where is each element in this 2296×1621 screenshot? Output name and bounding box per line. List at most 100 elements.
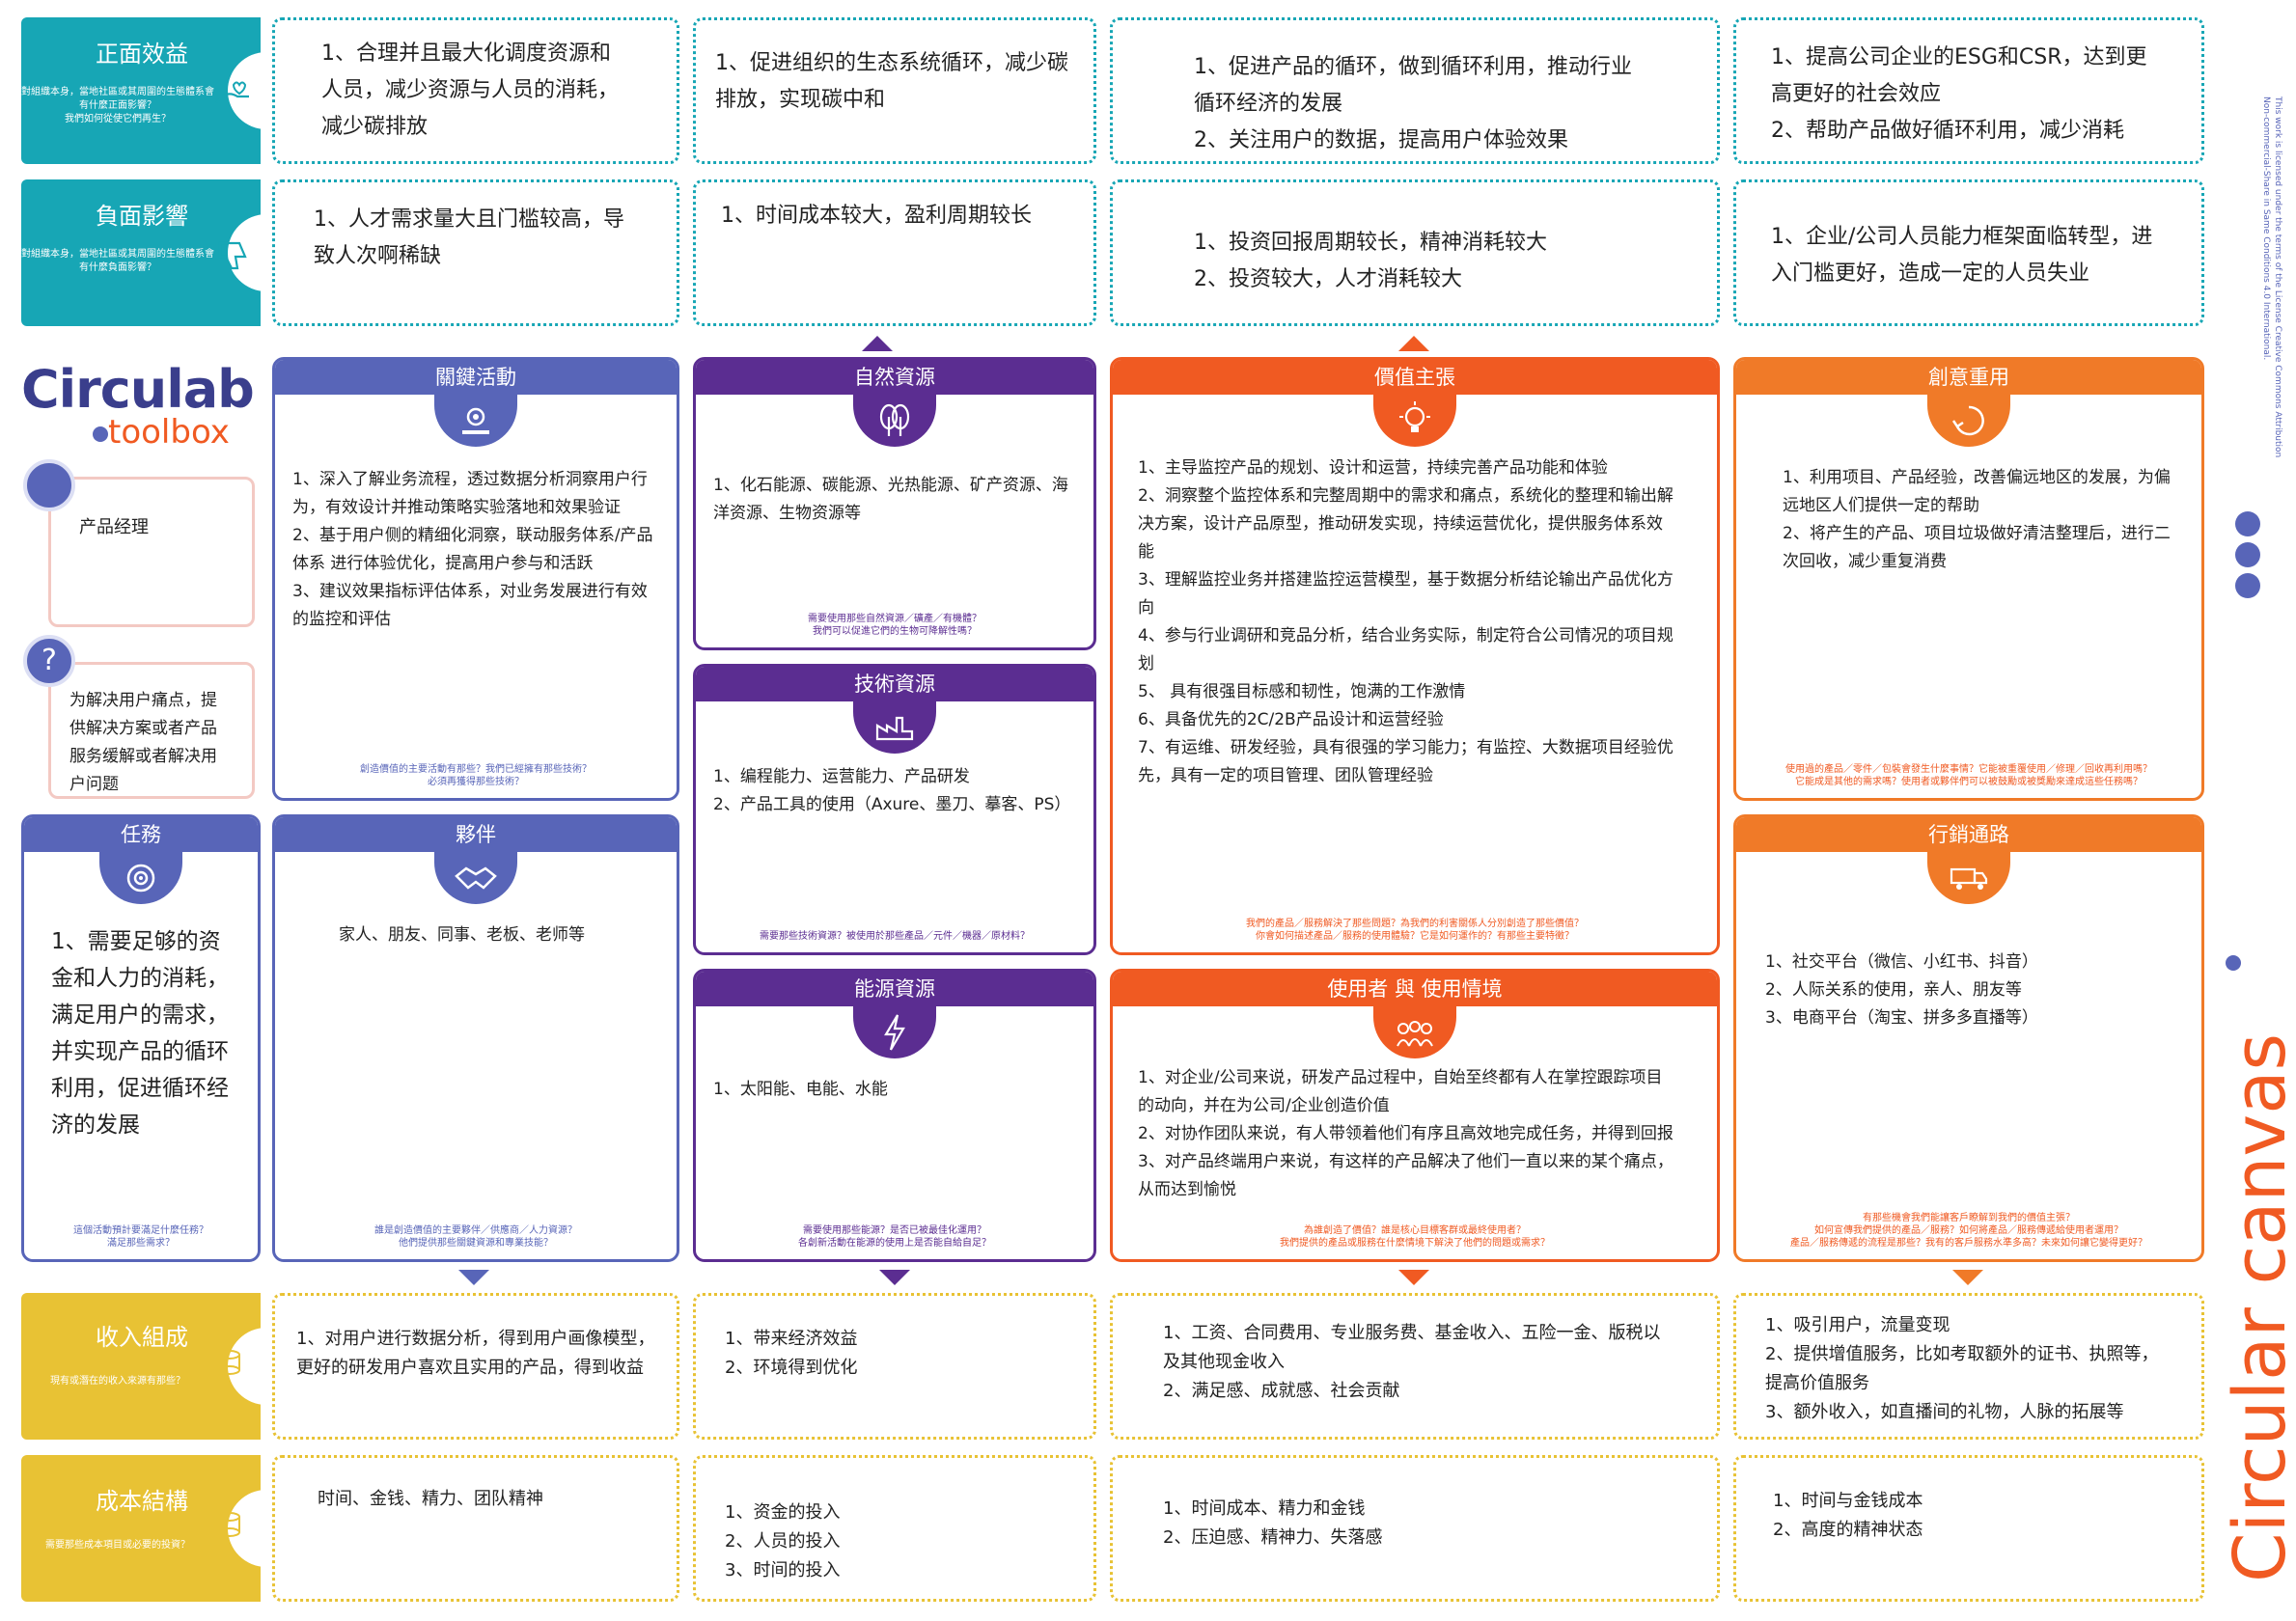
logo-dot-icon bbox=[2226, 955, 2241, 971]
role-label: 产品经理 bbox=[79, 517, 149, 537]
question-icon: ? bbox=[23, 635, 75, 687]
cost-title: 成本結構 bbox=[96, 1488, 188, 1515]
positive-box-4: 1、提高公司企业的ESG和CSR，达到更高更好的社会效应 2、帮助产品做好循环利… bbox=[1733, 17, 2204, 164]
tab-notch bbox=[228, 1328, 305, 1405]
negative-box-4: 1、企业/公司人员能力框架面临转型，进入门槛更好，造成一定的人员失业 bbox=[1733, 179, 2204, 326]
tech-resources-card: 技術資源 1、编程能力、运营能力、产品研发 2、产品工具的使用（Axure、墨刀… bbox=[693, 664, 1096, 955]
logo-dot-icon bbox=[93, 426, 108, 442]
key-activities-title: 關鍵活動 bbox=[275, 360, 677, 395]
tree-icon bbox=[853, 395, 936, 447]
lightning-icon bbox=[853, 1006, 936, 1058]
up-arrow bbox=[1398, 336, 1429, 351]
positive-box-3: 1、促进产品的循环，做到循环利用，推动行业循环经济的发展 2、关注用户的数据，提… bbox=[1110, 17, 1720, 164]
users-title: 使用者 與 使用情境 bbox=[1113, 972, 1717, 1006]
revenue-box-4: 1、吸引用户，流量变现 2、提供增值服务，比如考取额外的证书、执照等，提高价值服… bbox=[1733, 1293, 2204, 1440]
circulab-logo: Circulab bbox=[21, 359, 255, 420]
creative-commons-icon bbox=[2235, 511, 2260, 536]
tab-notch bbox=[228, 1490, 305, 1567]
up-arrow bbox=[862, 336, 893, 351]
factory-icon bbox=[853, 701, 936, 754]
negative-box-1: 1、人才需求量大且门槛较高，导致人次啊稀缺 bbox=[272, 179, 679, 326]
creative-reuse-card: 創意重用 1、利用项目、产品经验，改善偏远地区的发展，为偏远地区人们提供一定的帮… bbox=[1733, 357, 2204, 801]
thumbs-down-icon bbox=[218, 241, 247, 270]
tech-resources-body: 1、编程能力、运营能力、产品研发 2、产品工具的使用（Axure、墨刀、摹客、P… bbox=[713, 767, 1071, 814]
channels-question: 有那些機會我們能讓客戶瞭解到我們的價值主張？ 如何宣傳我們提供的產品／服務？如何… bbox=[1790, 1213, 2147, 1249]
tab-notch bbox=[228, 214, 305, 291]
negative-impact-tab: 負面影響 對組織本身，當地社區或其周圍的生態體系會有什麼負面影響？ bbox=[21, 179, 305, 326]
gear-icon bbox=[434, 395, 517, 447]
energy-resources-title: 能源資源 bbox=[696, 972, 1093, 1006]
negative-box-3: 1、投资回报周期较长，精神消耗较大 2、投资较大，人才消耗较大 bbox=[1110, 179, 1720, 326]
problem-text: 为解决用户痛点，提供解决方案或者产品服务缓解或者解决用户问题 bbox=[69, 691, 217, 794]
cost-box-2: 1、资金的投入 2、人员的投入 3、时间的投入 bbox=[693, 1455, 1096, 1602]
positive-box-2: 1、促进组织的生态系统循环，减少碳排放，实现碳中和 bbox=[693, 17, 1096, 164]
handshake-icon bbox=[434, 852, 517, 904]
users-card: 使用者 與 使用情境 1、对企业/公司来说，研发产品过程中，自始至终都有人在掌控… bbox=[1110, 969, 1720, 1262]
natural-resources-card: 自然資源 1、化石能源、碳能源、光热能源、矿产资源、海洋资源、生物资源等 需要使… bbox=[693, 357, 1096, 650]
partners-title: 夥伴 bbox=[275, 817, 677, 852]
creative-reuse-question: 使用過的產品／零件／包裝會發生什麼事情？它能被重覆使用／修理／回收再利用嗎？ 它… bbox=[1785, 764, 2152, 787]
revenue-box-3: 1、工资、合同费用、专业服务费、基金收入、五险一金、版税以及其他现金收入 2、满… bbox=[1110, 1293, 1720, 1440]
positive-impact-title: 正面效益 bbox=[96, 41, 188, 68]
value-proposition-body: 1、主导监控产品的规划、设计和运营，持续完善产品功能和体验 2、洞察整个监控体系… bbox=[1138, 458, 1674, 785]
revenue-question: 現有或潛在的收入來源有那些？ bbox=[50, 1376, 185, 1387]
users-body: 1、对企业/公司来说，研发产品过程中，自始至终都有人在掌控跟踪项目的动向，并在为… bbox=[1138, 1068, 1674, 1199]
positive-impact-question: 對組織本身，當地社區或其周圍的生態體系會有什麼正面影響？ 我們如何從使它們再生？ bbox=[21, 87, 214, 124]
partners-question: 誰是創造價值的主要夥伴／供應商／人力資源？ 他們提供那些關鍵資源和專業技能？ bbox=[374, 1225, 577, 1249]
negative-impact-question: 對組織本身，當地社區或其周圍的生態體系會有什麼負面影響？ bbox=[21, 249, 214, 273]
tech-resources-title: 技術資源 bbox=[696, 667, 1093, 701]
down-arrow bbox=[879, 1270, 910, 1285]
role-avatar-icon bbox=[23, 459, 75, 511]
license-text: This work is licensed under the terms of… bbox=[2261, 96, 2282, 458]
down-arrow bbox=[1952, 1270, 1983, 1285]
energy-resources-card: 能源資源 1、太阳能、电能、水能 需要使用那些能源？是否已被最佳化運用？ 各創新… bbox=[693, 969, 1096, 1262]
negative-box-2: 1、时间成本较大，盈利周期较长 bbox=[693, 179, 1096, 326]
energy-resources-body: 1、太阳能、电能、水能 bbox=[713, 1080, 888, 1099]
toolbox-logo: toolbox bbox=[108, 413, 230, 452]
users-question: 為誰創造了價值？誰是核心目標客群或最終使用者？ 我們提供的產品或服務在什麼情境下… bbox=[1280, 1225, 1550, 1249]
positive-impact-tab: 正面效益 對組織本身，當地社區或其周圍的生態體系會有什麼正面影響？ 我們如何從使… bbox=[21, 17, 305, 164]
revenue-title: 收入組成 bbox=[96, 1324, 188, 1351]
partners-body: 家人、朋友、同事、老板、老师等 bbox=[339, 925, 585, 945]
cost-tab: 成本結構 需要那些成本項目或必要的投資？ bbox=[21, 1455, 305, 1602]
natural-resources-title: 自然資源 bbox=[696, 360, 1093, 395]
mission-question: 這個活動預計要滿足什麼任務？ 滿足那些需求？ bbox=[73, 1225, 208, 1249]
delivery-truck-icon bbox=[1927, 852, 2010, 904]
channels-title: 行銷通路 bbox=[1736, 817, 2201, 852]
value-proposition-title: 價值主張 bbox=[1113, 360, 1717, 395]
creative-reuse-title: 創意重用 bbox=[1736, 360, 2201, 395]
value-proposition-question: 我們的產品／服務解決了那些問題？為我們的利害關係人分別創造了那些價值？ 你會如何… bbox=[1246, 919, 1584, 942]
mission-card: 任務 1、需要足够的资金和人力的消耗，满足用户的需求，并实现产品的循环利用，促进… bbox=[21, 814, 261, 1262]
tab-notch bbox=[228, 52, 305, 129]
revenue-box-2: 1、带来经济效益 2、环境得到优化 bbox=[693, 1293, 1096, 1440]
noncommercial-icon bbox=[2235, 573, 2260, 598]
key-activities-body: 1、深入了解业务流程，透过数据分析洞察用户行为，有效设计并推动策略实验落地和效果… bbox=[292, 470, 653, 629]
cost-box-1: 时间、金钱、精力、团队精神 bbox=[272, 1455, 679, 1602]
channels-card: 行銷通路 1、社交平台（微信、小红书、抖音） 2、人际关系的使用，亲人、朋友等 … bbox=[1733, 814, 2204, 1262]
hand-heart-icon bbox=[215, 81, 249, 103]
channels-body: 1、社交平台（微信、小红书、抖音） 2、人际关系的使用，亲人、朋友等 3、电商平… bbox=[1765, 952, 2038, 1028]
circular-canvas-logo: Circular canvas bbox=[2219, 1032, 2296, 1582]
tech-resources-question: 需要那些技術資源？被使用於那些產品／元件／機器／原材料？ bbox=[760, 931, 1030, 942]
problem-card bbox=[48, 662, 255, 799]
down-arrow bbox=[458, 1270, 489, 1285]
positive-box-1: 1、合理并且最大化调度资源和人员，减少资源与人员的消耗，减少碳排放 bbox=[272, 17, 679, 164]
energy-resources-question: 需要使用那些能源？是否已被最佳化運用？ 各創新活動在能源的使用上是否能自給自足？ bbox=[798, 1225, 991, 1249]
lightbulb-icon bbox=[1373, 395, 1456, 447]
coins-icon bbox=[219, 1350, 240, 1375]
down-arrow bbox=[1398, 1270, 1429, 1285]
target-icon bbox=[99, 852, 182, 904]
partners-card: 夥伴 家人、朋友、同事、老板、老师等 誰是創造價值的主要夥伴／供應商／人力資源？… bbox=[272, 814, 679, 1262]
recycle-icon bbox=[1927, 395, 2010, 447]
key-activities-card: 關鍵活動 1、深入了解业务流程，透过数据分析洞察用户行为，有效设计并推动策略实验… bbox=[272, 357, 679, 801]
negative-impact-title: 負面影響 bbox=[96, 203, 188, 230]
value-proposition-card: 價值主張 1、主导监控产品的规划、设计和运营，持续完善产品功能和体验 2、洞察整… bbox=[1110, 357, 1720, 955]
attribution-icon bbox=[2235, 542, 2260, 567]
creative-reuse-body: 1、利用项目、产品经验，改善偏远地区的发展，为偏远地区人们提供一定的帮助 2、将… bbox=[1783, 468, 2171, 571]
natural-resources-question: 需要使用那些自然資源／礦產／有機體？ 我們可以促進它們的生物可降解性嗎？ bbox=[808, 614, 982, 637]
coins-icon bbox=[219, 1512, 240, 1537]
mission-title: 任務 bbox=[24, 817, 258, 852]
users-group-icon bbox=[1373, 1006, 1456, 1058]
role-card bbox=[48, 477, 255, 627]
